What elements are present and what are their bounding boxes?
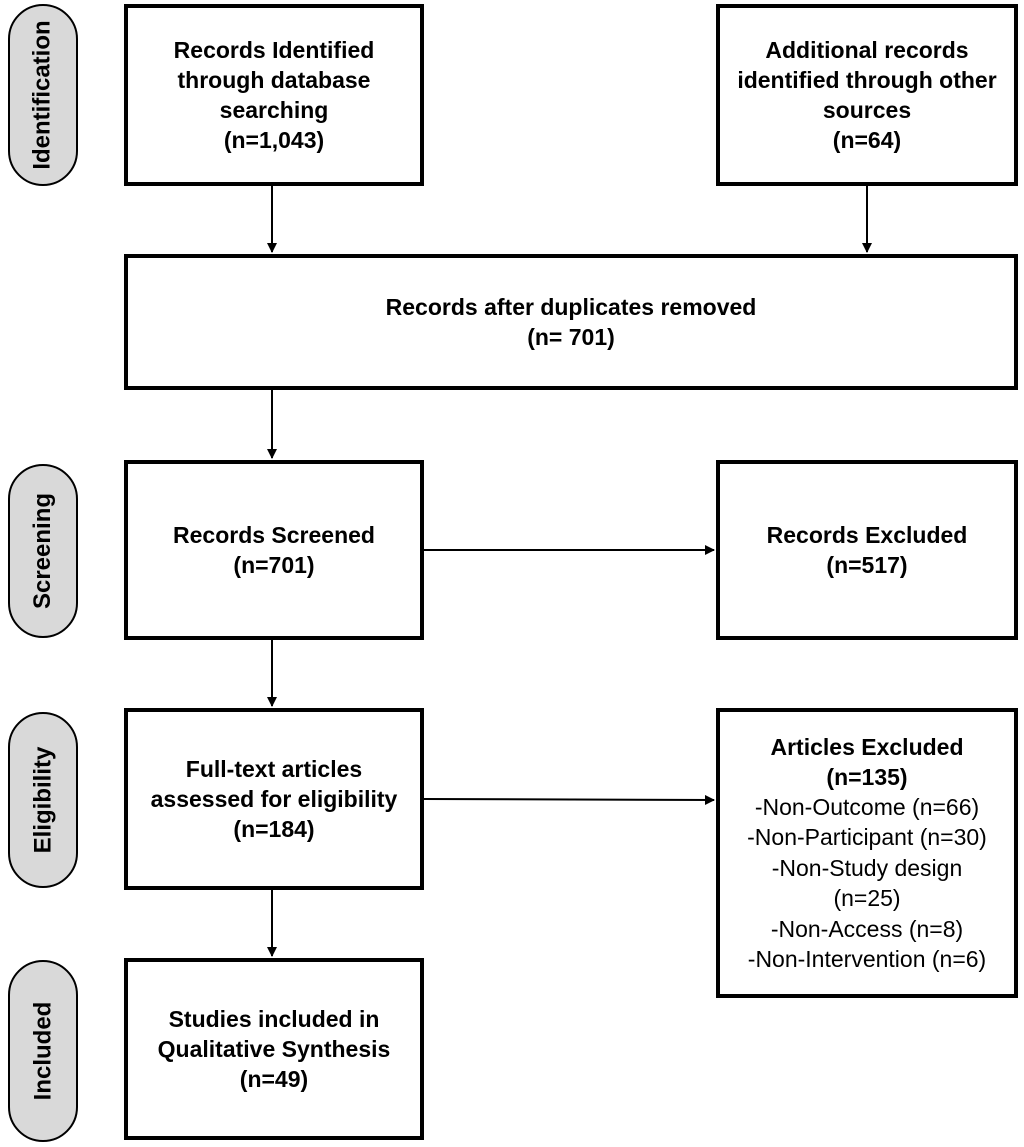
duplicates-removed-line1: Records after duplicates removed bbox=[385, 294, 757, 320]
records-screened-box: Records Screened (n=701) bbox=[124, 460, 424, 640]
studies-included-box: Studies included in Qualitative Synthesi… bbox=[124, 958, 424, 1140]
exclusion-reason: -Non-Intervention (n=6) bbox=[747, 946, 987, 972]
studies-included-count: (n=49) bbox=[239, 1066, 309, 1092]
arrow-fulltext-to-articles-excluded bbox=[423, 794, 715, 805]
exclusion-reason: -Non-Access (n=8) bbox=[770, 915, 964, 942]
other-sources-line3: sources bbox=[822, 97, 912, 123]
duplicates-removed-count: (n= 701) bbox=[527, 324, 615, 350]
database-records-count: (n=1,043) bbox=[223, 127, 325, 153]
exclusion-reason: (n=25) bbox=[833, 885, 901, 911]
other-sources-line1: Additional records bbox=[765, 37, 969, 63]
other-sources-count: (n=64) bbox=[832, 127, 902, 153]
records-screened-count: (n=701) bbox=[233, 552, 315, 578]
records-excluded-box: Records Excluded (n=517) bbox=[716, 460, 1018, 640]
other-sources-line2: identified through other bbox=[737, 67, 997, 93]
phase-identification: Identification bbox=[8, 4, 78, 186]
records-excluded-line1: Records Excluded bbox=[766, 522, 968, 548]
other-sources-box: Additional records identified through ot… bbox=[716, 4, 1018, 186]
fulltext-assessed-line1: Full-text articles bbox=[185, 756, 363, 782]
database-records-line2: through database bbox=[177, 67, 371, 93]
duplicates-removed-box: Records after duplicates removed (n= 701… bbox=[124, 254, 1018, 390]
fulltext-assessed-line2: assessed for eligibility bbox=[150, 786, 398, 812]
database-records-line1: Records Identified bbox=[173, 37, 375, 63]
records-excluded-count: (n=517) bbox=[826, 552, 908, 578]
studies-included-line2: Qualitative Synthesis bbox=[157, 1036, 391, 1062]
records-screened-line1: Records Screened bbox=[173, 522, 375, 548]
phase-included: Included bbox=[8, 960, 78, 1142]
fulltext-assessed-box: Full-text articles assessed for eligibil… bbox=[124, 708, 424, 890]
articles-excluded-box: Articles Excluded (n=135) -Non-Outcome (… bbox=[716, 708, 1018, 998]
articles-excluded-line1: Articles Excluded bbox=[770, 733, 964, 760]
articles-excluded-count: (n=135) bbox=[826, 763, 908, 790]
phase-screening: Screening bbox=[8, 464, 78, 638]
exclusion-reason: -Non-Outcome (n=66) bbox=[754, 793, 980, 820]
database-records-box: Records Identified through database sear… bbox=[124, 4, 424, 186]
exclusion-reason: -Non-Study design bbox=[771, 854, 963, 881]
studies-included-line1: Studies included in bbox=[168, 1006, 380, 1032]
exclusion-reason: -Non-Participant (n=30) bbox=[747, 824, 987, 850]
fulltext-assessed-count: (n=184) bbox=[233, 816, 315, 842]
database-records-line3: searching bbox=[219, 97, 329, 123]
phase-eligibility: Eligibility bbox=[8, 712, 78, 888]
